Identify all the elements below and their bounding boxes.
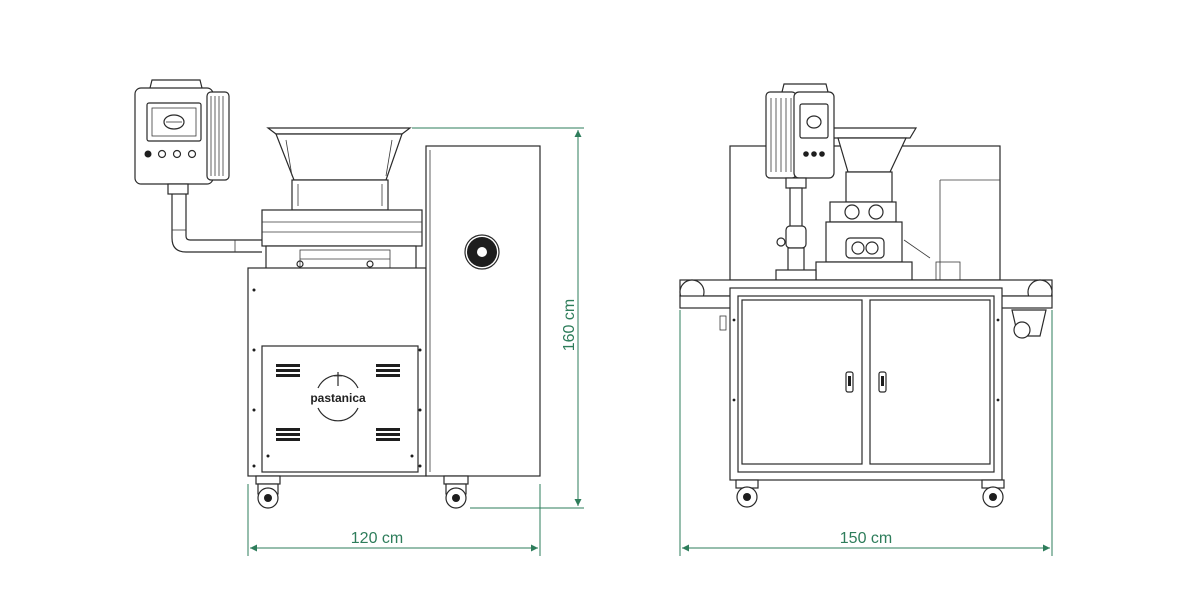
left-door [741,299,863,465]
support-column [775,187,817,281]
front-width-label: 150 cm [840,530,892,547]
front-cabinet [729,287,1003,481]
left-door-handle [845,371,854,393]
side-width-label: 120 cm [351,530,403,547]
brand-logo: pastanica [310,372,366,422]
side-casters [255,475,469,509]
front-width-dimension: 150 cm [679,310,1053,556]
support-arm [167,183,262,253]
height-dimension: 160 cm [412,127,584,509]
right-door-handle [878,371,887,393]
dosing-head [815,201,961,281]
front-casters [735,479,1005,508]
side-panel [425,145,541,477]
brand-logo-text: pastanica [310,391,366,405]
side-width-dimension: 120 cm [247,484,541,556]
front-control-panel [765,83,835,189]
right-door [869,299,991,465]
front-view [679,83,1053,508]
height-label: 160 cm [561,299,578,351]
side-view: pastanica [134,79,541,509]
control-panel [134,79,230,185]
side-cabinet [247,267,427,477]
hopper [266,127,412,211]
